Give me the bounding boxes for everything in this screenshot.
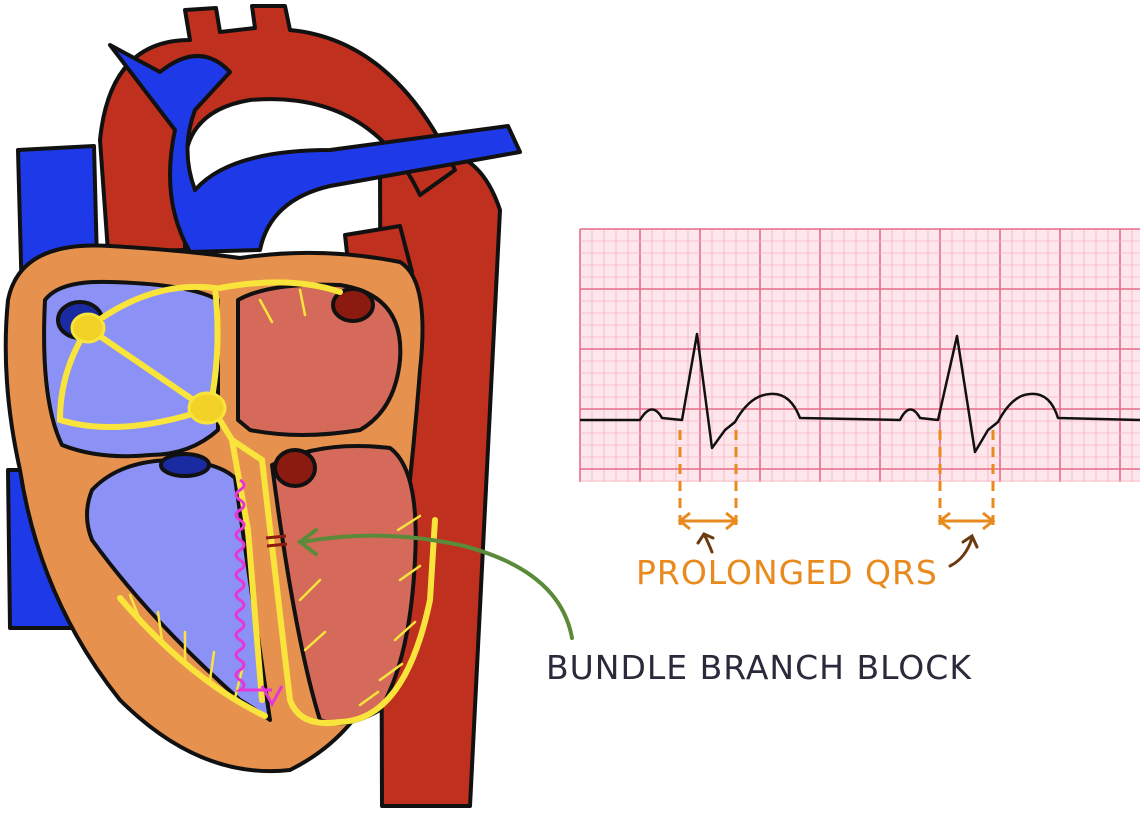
block-mark <box>266 542 288 548</box>
qrs-duration-arrow <box>937 511 996 531</box>
heart-illustration <box>3 4 522 808</box>
right-purkinje <box>117 595 268 719</box>
bundle-branch-block-label: BUNDLE BRANCH BLOCK <box>546 648 972 687</box>
sa-node <box>70 312 106 344</box>
ecg-trace <box>580 332 1141 454</box>
bachmann-bundle <box>85 283 221 411</box>
prolonged-qrs-label: PROLONGED QRS <box>636 553 938 592</box>
mitral-valve <box>273 448 317 488</box>
ecg-grid <box>579 228 1140 482</box>
pointer-arrows <box>696 532 979 568</box>
conduction-system <box>56 279 438 726</box>
left-atrium <box>236 282 403 437</box>
pulmonary-artery <box>108 43 522 254</box>
block-mark <box>265 534 287 540</box>
tricuspid-valve <box>159 452 211 478</box>
bundle-branch-arrow <box>296 528 574 640</box>
ecg-paper <box>580 229 1140 482</box>
qrs-markers <box>677 430 996 532</box>
left-ventricle <box>270 444 418 726</box>
left-bundle-branch <box>229 437 438 726</box>
internodal-pathway <box>56 325 208 431</box>
bundle-of-his <box>212 409 265 703</box>
left-atrial-pathway <box>217 279 343 295</box>
aortic-valve <box>331 287 375 323</box>
ecg-strip <box>579 228 1141 482</box>
block-arrowhead <box>260 685 284 708</box>
av-node <box>187 391 227 425</box>
block-pathway <box>234 478 272 692</box>
internodal-pathway <box>85 325 208 411</box>
qrs-duration-arrow <box>677 511 739 531</box>
purkinje-fibers <box>128 288 422 707</box>
